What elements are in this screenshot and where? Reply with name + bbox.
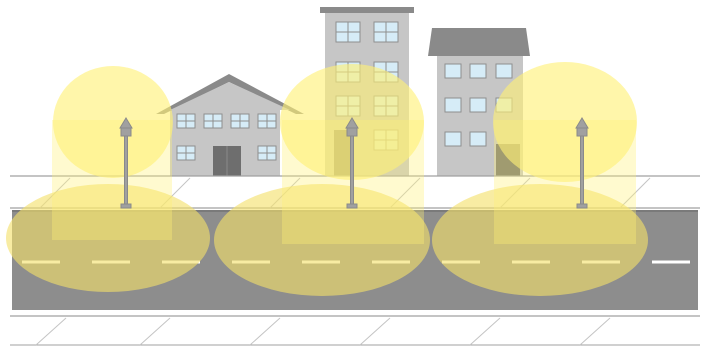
- lower-sidewalk: [10, 316, 700, 345]
- light-cones: [6, 62, 648, 296]
- cone-left: [6, 66, 210, 292]
